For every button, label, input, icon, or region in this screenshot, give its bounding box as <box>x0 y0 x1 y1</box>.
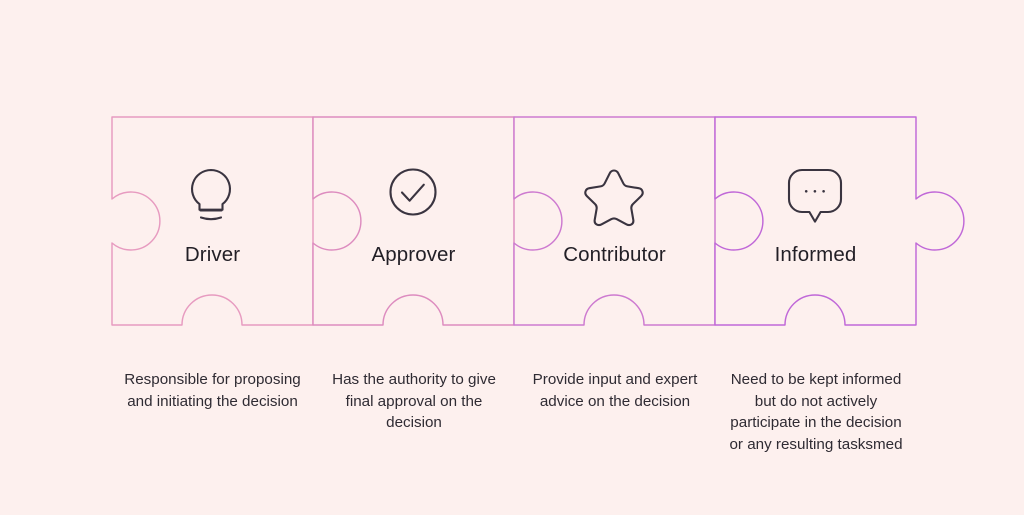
puzzle-piece-informed-outline <box>714 116 965 326</box>
piece-caption-contributor: Provide input and expert advice on the d… <box>532 371 698 410</box>
puzzle-piece-contributor[interactable]: Contributor <box>514 243 715 267</box>
piece-caption-informed: Need to be kept informed but do not acti… <box>729 371 903 453</box>
puzzle-piece-approver-outline <box>312 116 515 326</box>
lightbulb-icon <box>190 168 232 221</box>
piece-caption-approver: Has the authority to give final approval… <box>332 371 496 432</box>
puzzle-piece-contributor-outline <box>513 116 716 326</box>
puzzle-piece-approver[interactable]: Approver <box>313 243 514 267</box>
piece-title-approver: Approver <box>371 243 456 266</box>
puzzle-piece-driver[interactable]: Driver <box>112 243 313 267</box>
star-icon <box>584 169 644 227</box>
piece-title-driver: Driver <box>184 243 241 266</box>
speech-bubble-dots-icon <box>787 168 843 223</box>
check-circle-icon <box>389 168 437 216</box>
piece-title-contributor: Contributor <box>563 243 666 266</box>
puzzle-piece-driver-outline <box>111 116 314 326</box>
puzzle-piece-informed[interactable]: Informed <box>715 243 916 267</box>
piece-title-informed: Informed <box>774 243 857 266</box>
piece-caption-driver: Responsible for proposing and initiating… <box>124 371 301 410</box>
